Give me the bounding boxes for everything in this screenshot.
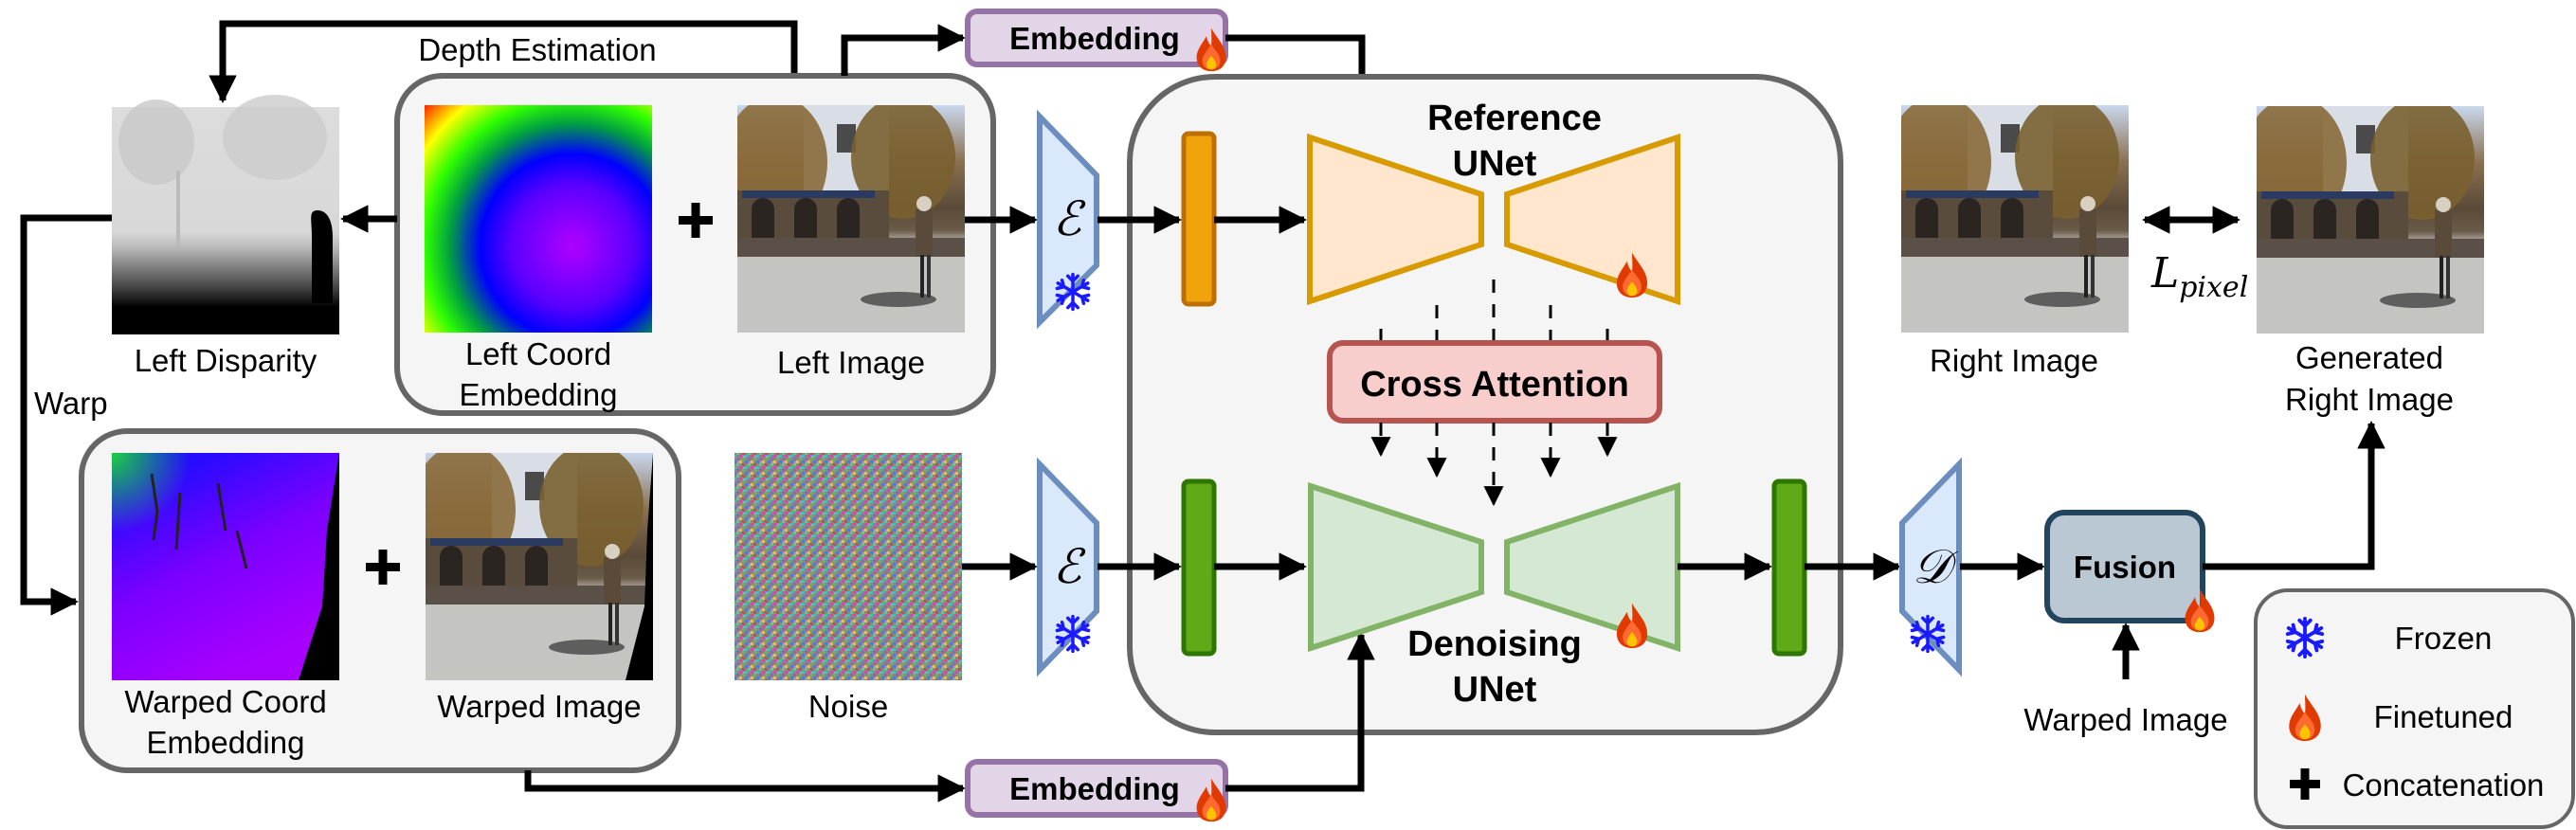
right-image xyxy=(1901,105,2129,333)
denoising-unet-label-1: Denoising xyxy=(1407,624,1582,664)
reference-unet: Reference UNet xyxy=(1307,99,1680,306)
attention-to-denoising-arrows xyxy=(1370,423,1618,507)
left-coord-label-1: Left Coord xyxy=(465,336,611,371)
generated-label-2: Right Image xyxy=(2285,382,2454,417)
warped-coord-label-1: Warped Coord xyxy=(124,684,326,719)
noise-image xyxy=(735,453,962,680)
reference-to-attention-dashes xyxy=(1379,280,1609,341)
denoising-latent-bar-in xyxy=(1181,478,1217,657)
encoder-top-symbol: ℰ xyxy=(1053,191,1086,246)
left-coord-label-2: Embedding xyxy=(460,377,618,412)
left-to-embedding-arrow xyxy=(841,24,966,76)
reference-unet-label-1: Reference xyxy=(1427,99,1602,138)
cross-attention-block: Cross Attention xyxy=(1327,340,1662,424)
concat-plus-icon xyxy=(366,550,400,585)
left-image xyxy=(737,105,965,333)
cross-attention-label: Cross Attention xyxy=(1360,365,1629,405)
encoder-bottom-symbol: ℰ xyxy=(1053,539,1086,594)
legend-concatenation-label: Concatenation xyxy=(2343,767,2545,803)
warped-coord-embedding-image xyxy=(112,453,339,680)
embedding-bottom-block: Embedding xyxy=(965,759,1228,822)
generated-label-1: Generated xyxy=(2295,340,2443,375)
fusion-label: Fusion xyxy=(2074,550,2176,585)
left-coord-embedding-image xyxy=(425,105,652,333)
legend-frozen-label: Frozen xyxy=(2395,621,2493,656)
encoder-bottom-block: ℰ xyxy=(1037,457,1099,677)
warp-label: Warp xyxy=(34,386,108,421)
legend-finetuned-label: Finetuned xyxy=(2374,699,2513,734)
reference-latent-bar xyxy=(1181,131,1217,307)
left-disparity-image xyxy=(112,95,339,334)
embedding-to-denoising-arrow xyxy=(1225,632,1375,792)
right-image-label: Right Image xyxy=(1930,343,2098,378)
embedding-top-label: Embedding xyxy=(1009,21,1180,56)
plus-icon xyxy=(2290,768,2320,800)
depth-estimation-label: Depth Estimation xyxy=(418,32,656,67)
denoising-unet-label-2: UNet xyxy=(1453,670,1537,710)
loss-symbol: L xyxy=(2150,249,2179,298)
noise-label: Noise xyxy=(808,689,888,724)
embedding-top-block: Embedding xyxy=(965,9,1228,72)
left-disparity-label: Left Disparity xyxy=(135,343,317,378)
loss-subscript: pixel xyxy=(2179,271,2248,304)
denoising-unet: Denoising UNet xyxy=(1308,481,1680,710)
left-image-label: Left Image xyxy=(777,345,925,380)
reference-unet-label-2: UNet xyxy=(1453,144,1537,184)
warped-image xyxy=(426,453,653,680)
warped-to-embedding-arrow xyxy=(524,770,966,803)
embedding-bottom-label: Embedding xyxy=(1009,771,1180,806)
warp-arrow xyxy=(20,214,112,616)
depth-estimation-arrow xyxy=(209,20,798,104)
fusion-block: Fusion xyxy=(2044,510,2215,633)
legend: Frozen Finetuned Concatenation xyxy=(2254,588,2575,829)
warped-image-label: Warped Image xyxy=(437,689,641,724)
fusion-warped-image-label: Warped Image xyxy=(2023,702,2227,737)
denoising-latent-bar-out xyxy=(1771,478,1807,657)
decoder-block: 𝒟 xyxy=(1899,457,1962,677)
fusion-to-generated-arrow xyxy=(2203,421,2386,570)
loss-label: Lpixel xyxy=(2150,249,2248,304)
generated-right-image xyxy=(2257,106,2484,334)
encoder-top-block: ℰ xyxy=(1037,109,1099,330)
warped-coord-label-2: Embedding xyxy=(147,725,305,760)
concat-plus-icon xyxy=(679,203,713,238)
